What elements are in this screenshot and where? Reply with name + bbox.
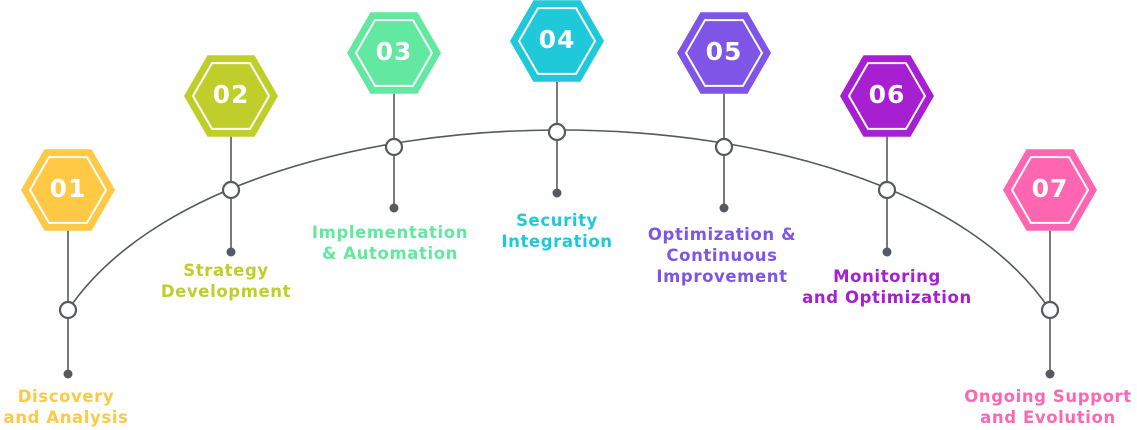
step-hexagon-inner-outline bbox=[191, 62, 271, 130]
step-hexagon bbox=[1003, 149, 1097, 231]
end-dot bbox=[389, 203, 399, 213]
step-label-line: Ongoing Support bbox=[964, 387, 1132, 406]
step-label-line: Integration bbox=[501, 232, 613, 251]
step-label-line: Strategy bbox=[183, 261, 269, 280]
step-label-line: & Automation bbox=[321, 244, 459, 263]
step-label-line: Optimization & bbox=[647, 225, 797, 244]
arc-node bbox=[221, 180, 241, 200]
step-label-line: Implementation bbox=[311, 223, 469, 242]
arc-node bbox=[58, 300, 78, 320]
arc-node bbox=[877, 180, 897, 200]
step-hexagon bbox=[21, 149, 115, 231]
step-number-7: 07 bbox=[1031, 174, 1069, 203]
step-label-strategy: Strategy Development bbox=[161, 260, 291, 302]
step-label-line: Continuous bbox=[666, 246, 778, 265]
step-hexagon bbox=[840, 55, 934, 137]
step-hexagon-inner-outline bbox=[847, 62, 927, 130]
step-label-security: Security Integration bbox=[501, 210, 612, 252]
step-hexagon bbox=[347, 12, 441, 94]
step-hexagon-inner-outline bbox=[517, 7, 597, 75]
step-label-line: and Evolution bbox=[980, 408, 1116, 427]
arc-node bbox=[1040, 300, 1060, 320]
step-label-line: Monitoring bbox=[833, 267, 941, 286]
step-label-line: and Optimization bbox=[802, 288, 972, 307]
step-label-discovery: Discovery and Analysis bbox=[4, 386, 129, 428]
step-number-4: 04 bbox=[538, 25, 576, 54]
step-label-optimization: Optimization & Continuous Improvement bbox=[648, 224, 796, 287]
end-dot bbox=[226, 247, 236, 257]
step-hexagon bbox=[184, 55, 278, 137]
end-dot bbox=[552, 188, 562, 198]
step-hexagon-inner-outline bbox=[28, 156, 108, 224]
step-hexagon bbox=[677, 12, 771, 94]
step-label-line: Development bbox=[160, 282, 292, 301]
step-label-line: and Analysis bbox=[3, 408, 129, 427]
step-label-ongoing-support: Ongoing Support and Evolution bbox=[964, 386, 1132, 428]
step-label-monitoring: Monitoring and Optimization bbox=[802, 266, 972, 308]
arc-node bbox=[547, 122, 567, 142]
arc-node bbox=[384, 137, 404, 157]
step-label-line: Security bbox=[516, 211, 598, 230]
step-number-6: 06 bbox=[868, 80, 906, 109]
end-dot bbox=[719, 203, 729, 213]
arc-node bbox=[714, 137, 734, 157]
end-dot bbox=[1045, 369, 1055, 379]
step-hexagon-inner-outline bbox=[354, 19, 434, 87]
step-hexagon-inner-outline bbox=[684, 19, 764, 87]
step-hexagon bbox=[510, 0, 604, 82]
end-dot bbox=[882, 247, 892, 257]
step-label-implementation: Implementation & Automation bbox=[312, 222, 468, 264]
step-number-2: 02 bbox=[212, 80, 250, 109]
step-label-line: Discovery bbox=[17, 387, 115, 406]
step-label-line: Improvement bbox=[656, 267, 788, 286]
step-hexagon-inner-outline bbox=[1010, 156, 1090, 224]
end-dot bbox=[63, 369, 73, 379]
step-number-1: 01 bbox=[49, 174, 87, 203]
step-number-3: 03 bbox=[375, 37, 413, 66]
step-number-5: 05 bbox=[705, 37, 743, 66]
